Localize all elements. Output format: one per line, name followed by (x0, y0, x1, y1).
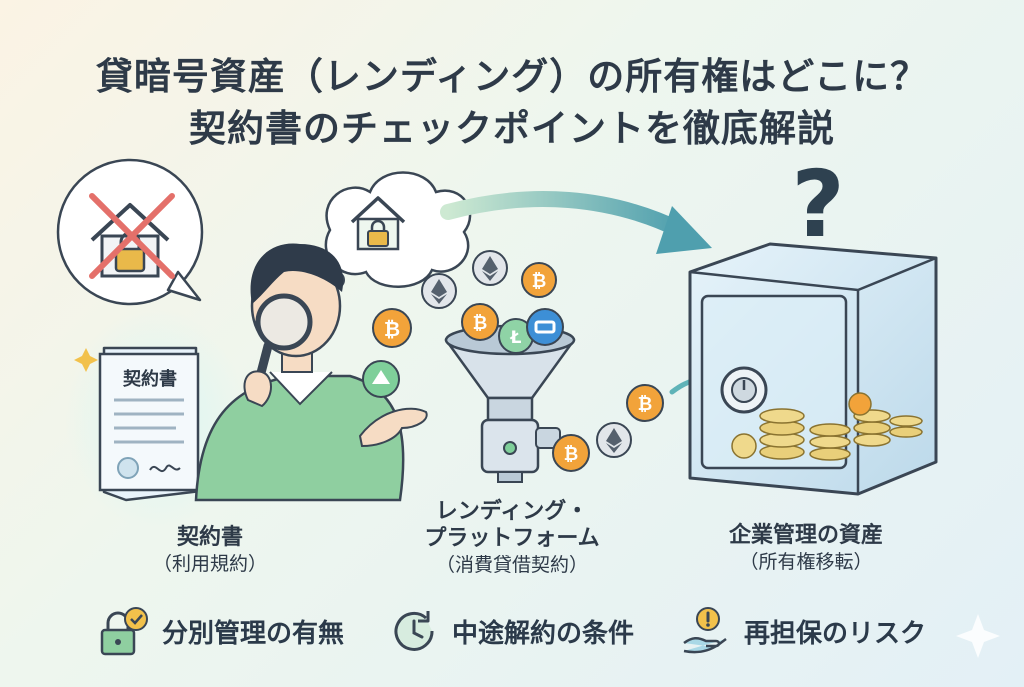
seal-icon (117, 457, 139, 479)
hand-warning-icon (683, 607, 727, 654)
checkpoint-rehypothecation: 再担保のリスク (680, 604, 926, 658)
clock-refresh-icon (394, 611, 434, 651)
caption-platform-main-2: プラットフォーム (424, 526, 600, 551)
page-title-line-1: 貸暗号資産（レンディング）の所有権はどこに？ (95, 55, 929, 98)
transfer-arrow (440, 191, 712, 254)
caption-asset-main: 企業管理の資産 (728, 523, 883, 548)
checkpoint-label: 再担保のリスク (744, 618, 927, 649)
locked-house-icon (350, 196, 406, 251)
question-mark-icon: ? (791, 151, 844, 258)
svg-text:₿: ₿ (384, 317, 400, 341)
caption-contract-sub: （利用規約） (152, 553, 267, 575)
cross-mark-icon (89, 193, 175, 279)
signature-icon (149, 464, 181, 473)
coin-ether-1 (421, 273, 457, 309)
document-label: 契約書 (122, 368, 177, 390)
svg-text:₿: ₿ (564, 444, 579, 465)
caption-asset: 企業管理の資産 （所有権移転） (696, 522, 916, 576)
svg-text:₿: ₿ (638, 394, 653, 415)
coin-ether-2 (472, 250, 508, 286)
caption-contract-main: 契約書 (176, 525, 243, 550)
coin-bitcoin-1: ₿ (521, 262, 557, 298)
coin-litecoin: Ł (498, 318, 534, 354)
coin-bitcoin-out-2: ₿ (626, 384, 664, 422)
checkpoint-segregation: 分別管理の有無 (98, 604, 344, 658)
caption-platform-sub: （消費貸借契約） (435, 554, 588, 576)
coin-bitcoin-funnel: ₿ (461, 303, 499, 341)
coin-stacks (731, 392, 923, 461)
caption-platform: レンディング・ プラットフォーム （消費貸借契約） (402, 498, 622, 579)
svg-text:₿: ₿ (473, 313, 488, 334)
coin-bitcoin-2: ₿ (372, 308, 412, 348)
page-title-line-2: 契約書のチェックポイントを徹底解説 (189, 107, 835, 150)
person-with-magnifier (194, 243, 428, 502)
svg-text:₿: ₿ (532, 271, 547, 292)
sparkle-icon (74, 348, 98, 372)
caption-asset-sub: （所有権移転） (739, 551, 873, 573)
dial-icon (720, 366, 768, 414)
caption-contract: 契約書 （利用規約） (130, 524, 290, 578)
coin-dash (526, 308, 564, 346)
caption-platform-main-1: レンディング・ (435, 499, 589, 524)
coin-bitcoin-out-1: ₿ (552, 434, 590, 472)
svg-text:Ł: Ł (510, 328, 522, 348)
checkpoint-label: 中途解約の条件 (452, 618, 635, 649)
magnifier-icon (251, 293, 313, 397)
crossed-house-bubble (56, 158, 204, 306)
glass-safe (688, 242, 938, 496)
lock-check-icon (100, 607, 148, 656)
coin-ether-out (596, 422, 632, 458)
checkpoint-label: 分別管理の有無 (162, 618, 345, 649)
checkpoint-cancellation: 中途解約の条件 (388, 604, 634, 658)
corner-sparkle-icon (956, 614, 1000, 658)
coin-green (362, 360, 400, 398)
